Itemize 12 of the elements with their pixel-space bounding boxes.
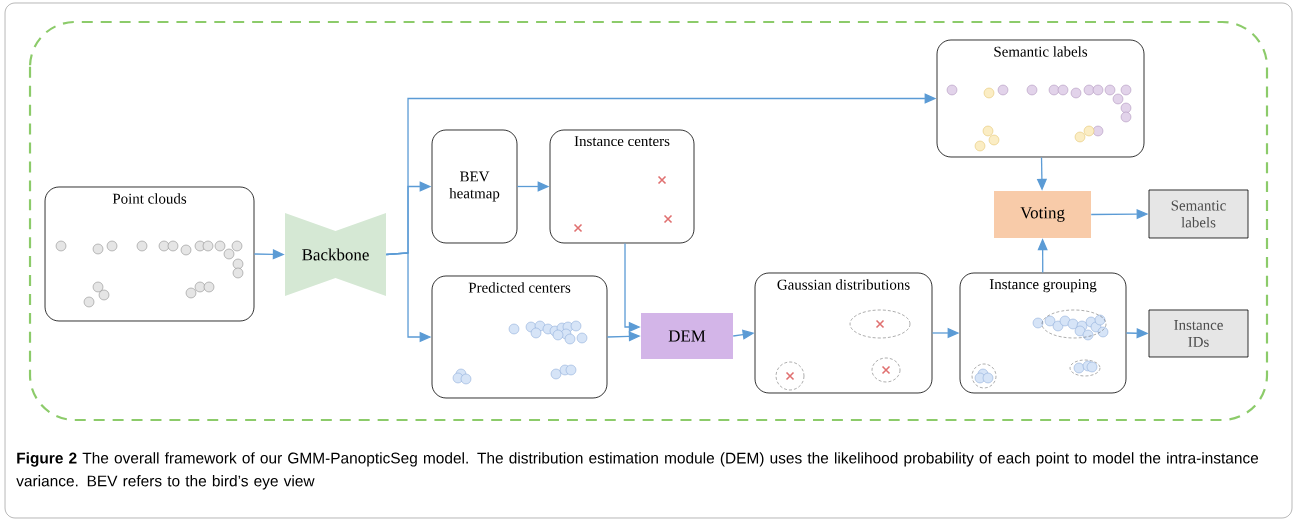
output-box: Semantic labels [1148,189,1249,239]
caption: Figure 2 The overall framework of our GMM-PanopticSeg model. The distribution estimation module (DEM) uses the likelihood probability of each point to model the intra-instance variance. BEV refers to the bird’s eye view [16,452,1259,490]
panel-box: Instance grouping [959,272,1127,394]
module-box: DEM [641,313,733,359]
output-box: Instance IDs [1148,309,1249,358]
panel-box: Gaussian distributions [754,272,933,394]
panel-box: Semantic labels [936,39,1145,158]
panel-box: Instance centers [549,129,695,244]
panel-box: Point clouds [44,186,255,322]
rounded-box: BEV heatmap [431,129,518,244]
module-box: Voting [994,191,1091,238]
panel-box: Predicted centers [431,275,608,399]
